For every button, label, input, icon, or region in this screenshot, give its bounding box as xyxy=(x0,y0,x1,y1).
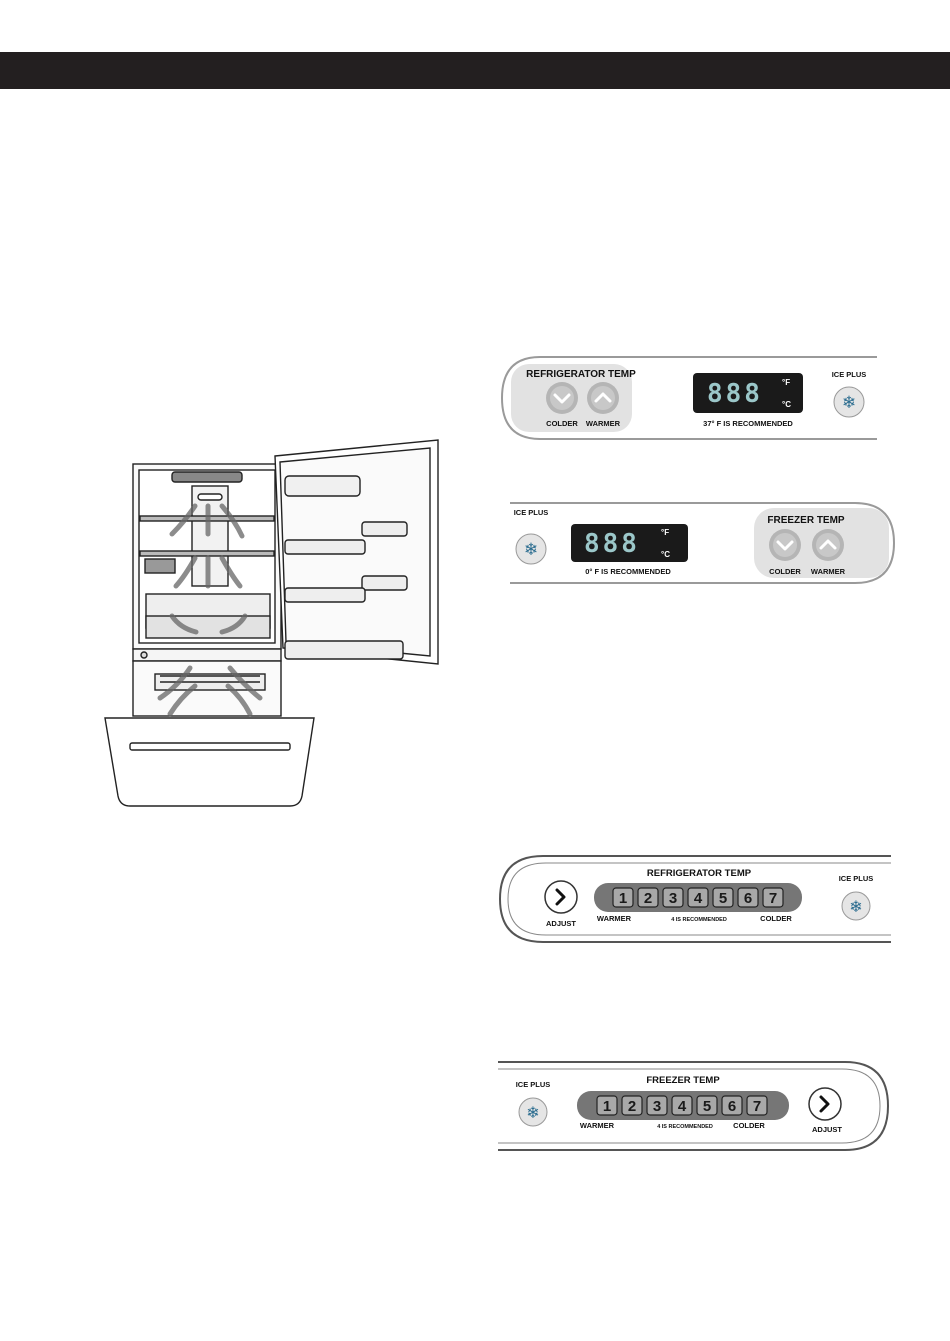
snowflake-icon: ❄ xyxy=(842,393,856,412)
level-number: 7 xyxy=(769,890,777,907)
ice-plus-label: ICE PLUS xyxy=(832,370,867,379)
recommended-text: 4 IS RECOMMENDED xyxy=(671,917,727,923)
level-number: 3 xyxy=(653,1098,661,1115)
recommended-text: 37° F IS RECOMMENDED xyxy=(703,419,793,428)
warmer-label: WARMER xyxy=(811,567,846,576)
warmer-label: WARMER xyxy=(580,1121,615,1130)
freezer-temp-panel-b: ICE PLUS ❄ 888 °F °C 0° F IS RECOMMENDED… xyxy=(510,502,896,584)
unit-f: °F xyxy=(661,528,669,537)
ice-plus-button[interactable]: ❄ xyxy=(516,534,546,564)
panel-c-title: REFRIGERATOR TEMP xyxy=(647,868,752,879)
refrigerator-temp-panel-a: REFRIGERATOR TEMP COLDER WARMER 888 °F °… xyxy=(500,356,878,440)
colder-button[interactable] xyxy=(546,382,578,414)
level-number: 7 xyxy=(753,1098,761,1115)
level-number: 5 xyxy=(719,890,727,907)
ice-plus-label: ICE PLUS xyxy=(516,1080,551,1089)
warmer-button[interactable] xyxy=(812,529,844,561)
colder-button[interactable] xyxy=(769,529,801,561)
display-digits: 888 xyxy=(584,529,640,559)
panel-a-title: REFRIGERATOR TEMP xyxy=(526,369,636,380)
snowflake-icon: ❄ xyxy=(526,1105,539,1122)
level-number: 6 xyxy=(728,1098,736,1115)
warmer-label: WARMER xyxy=(597,914,632,923)
unit-f: °F xyxy=(782,378,790,387)
display-digits: 888 xyxy=(707,379,763,409)
level-number: 4 xyxy=(678,1098,687,1115)
level-number: 1 xyxy=(619,890,627,907)
level-number: 2 xyxy=(628,1098,636,1115)
colder-label: COLDER xyxy=(760,914,792,923)
adjust-button[interactable] xyxy=(809,1088,841,1120)
ice-plus-button[interactable]: ❄ xyxy=(842,892,870,920)
unit-c: °C xyxy=(661,550,670,559)
snowflake-icon: ❄ xyxy=(849,899,862,916)
adjust-button[interactable] xyxy=(545,881,577,913)
adjust-label: ADJUST xyxy=(546,919,576,928)
unit-c: °C xyxy=(782,400,791,409)
level-number: 3 xyxy=(669,890,677,907)
colder-label: COLDER xyxy=(769,567,801,576)
level-number: 1 xyxy=(603,1098,611,1115)
panel-d-title: FREEZER TEMP xyxy=(646,1075,720,1086)
header-bar xyxy=(0,52,950,89)
ice-plus-button[interactable]: ❄ xyxy=(519,1098,547,1126)
level-number: 4 xyxy=(694,890,703,907)
panel-b-title: FREEZER TEMP xyxy=(767,515,845,526)
level-number: 5 xyxy=(703,1098,711,1115)
level-number: 6 xyxy=(744,890,752,907)
recommended-text: 0° F IS RECOMMENDED xyxy=(585,567,671,576)
refrigerator-airflow-illustration xyxy=(100,436,445,814)
level-number: 2 xyxy=(644,890,652,907)
colder-label: COLDER xyxy=(733,1121,765,1130)
colder-label: COLDER xyxy=(546,419,578,428)
ice-plus-button[interactable]: ❄ xyxy=(834,387,864,417)
warmer-label: WARMER xyxy=(586,419,621,428)
ice-plus-label: ICE PLUS xyxy=(839,874,874,883)
recommended-text: 4 IS RECOMMENDED xyxy=(657,1124,713,1130)
snowflake-icon: ❄ xyxy=(524,540,538,559)
ice-plus-label: ICE PLUS xyxy=(514,508,549,517)
adjust-label: ADJUST xyxy=(812,1125,842,1134)
warmer-button[interactable] xyxy=(587,382,619,414)
